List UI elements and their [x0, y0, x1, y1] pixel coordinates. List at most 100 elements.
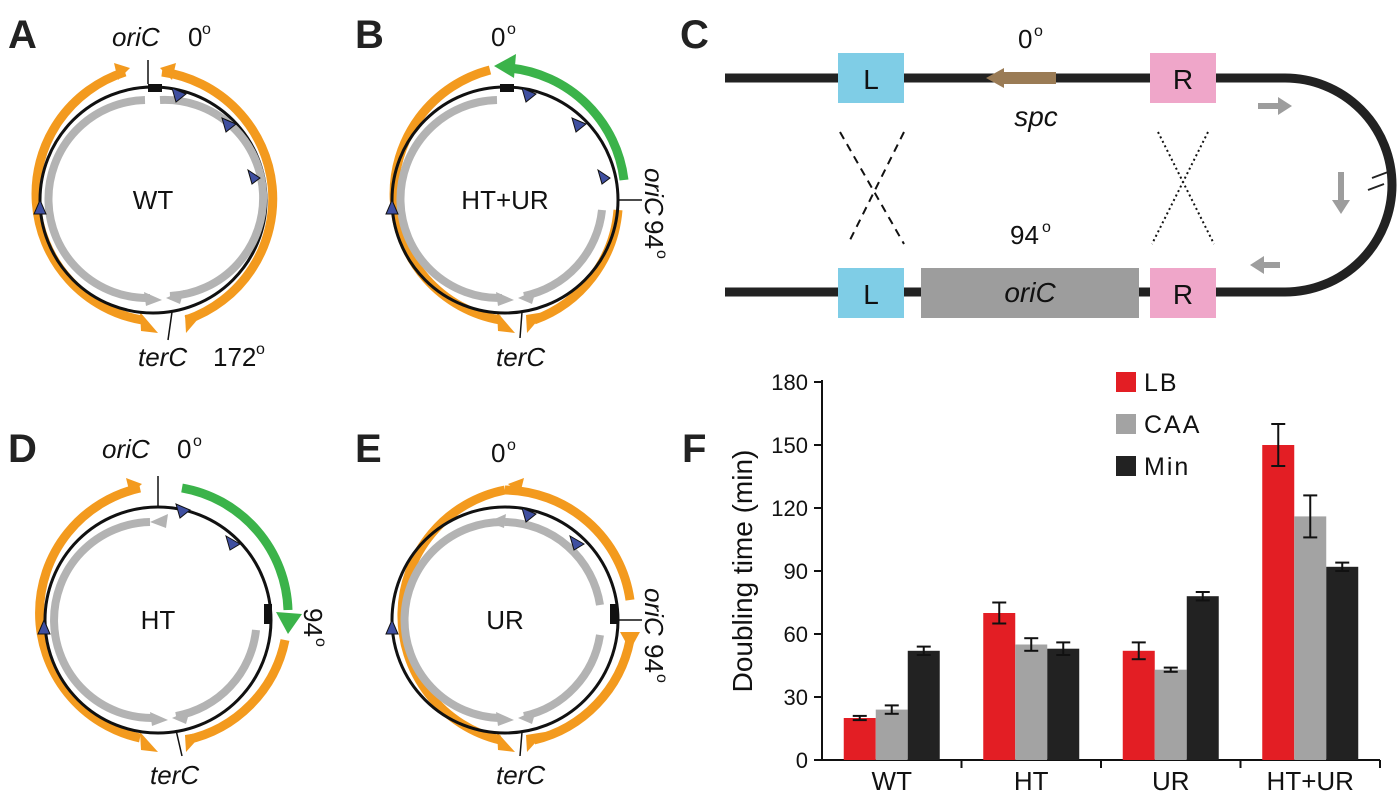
- arrowhead: [494, 54, 516, 78]
- oric-box: [921, 268, 1139, 318]
- arrowhead: [140, 732, 158, 752]
- legend-label: LB: [1144, 369, 1179, 397]
- green-arc: [181, 483, 293, 611]
- panel-c: C L R L R oriC 0 o spc 94 o: [680, 13, 1397, 318]
- legend-swatch: [1116, 414, 1136, 434]
- degree-sup: o: [256, 341, 265, 358]
- panel-letter: B: [355, 13, 384, 57]
- terc-label: terC: [150, 760, 199, 790]
- orange-arcs: [31, 67, 278, 325]
- arrowhead: [150, 712, 168, 726]
- degree-sup: o: [193, 433, 202, 450]
- arrowhead: [518, 290, 536, 304]
- bar-min: [1047, 648, 1080, 760]
- arrowhead: [497, 732, 515, 752]
- bar-lb: [843, 718, 876, 760]
- r-box-top: [1150, 53, 1216, 103]
- panel-d: D HT oriC 0 o 94 o: [8, 427, 329, 790]
- panel-b: B HT+UR 0 o oriC 94 o: [355, 13, 670, 372]
- r-label: R: [1173, 279, 1193, 310]
- arrowhead: [185, 312, 204, 333]
- arrowhead: [144, 292, 162, 306]
- green-arc: [509, 63, 629, 181]
- bar-min: [1186, 596, 1219, 760]
- panel-letter: F: [682, 427, 706, 471]
- r-label: R: [1173, 64, 1193, 95]
- panel-letter: E: [355, 427, 382, 471]
- arrowhead: [496, 292, 514, 306]
- grey-arcs: [400, 517, 604, 722]
- bar-lb: [1122, 650, 1155, 760]
- grey-arcs: [44, 95, 268, 303]
- bar-lb: [983, 613, 1016, 760]
- bar-caa: [1294, 516, 1327, 760]
- l-box-bottom: [838, 268, 904, 318]
- ter-leader: [519, 311, 523, 339]
- panel-center-label: HT: [141, 605, 176, 635]
- break-mark: [1367, 183, 1385, 191]
- arrowhead: [276, 612, 302, 634]
- bar-min: [907, 650, 940, 760]
- x-tick-label: HT: [1014, 766, 1049, 796]
- oric-rotated: oriC 94 o: [639, 168, 670, 259]
- y-axis-label: Doubling time (min): [727, 450, 758, 693]
- y-tick-label: 0: [796, 748, 808, 773]
- oric-box-label: oriC: [1004, 277, 1056, 308]
- x-tick-label: WT: [872, 766, 913, 796]
- arrowhead: [526, 312, 545, 333]
- degree-sup: o: [653, 674, 670, 683]
- y-tick-label: 120: [771, 496, 808, 521]
- legend-swatch: [1116, 372, 1136, 392]
- site-triangles: [385, 87, 611, 215]
- oric-degree: 0: [188, 22, 202, 52]
- arrowhead: [160, 63, 176, 80]
- arrowhead: [166, 290, 184, 304]
- y-tick-label: 30: [784, 685, 808, 710]
- arrowhead: [140, 312, 158, 333]
- panel-letter: A: [8, 13, 37, 57]
- site-triangles: [33, 87, 261, 215]
- site-triangles: [37, 503, 241, 635]
- oric-label: oriC: [112, 22, 160, 52]
- site-triangles: [385, 507, 585, 635]
- top-degree: 0: [1018, 24, 1032, 54]
- degree-sup: o: [507, 437, 516, 454]
- crossover-left: [839, 131, 905, 245]
- terc-label: terC: [496, 760, 545, 790]
- r-box-bottom: [1150, 268, 1216, 318]
- bottom-degree: 94: [1010, 220, 1039, 250]
- arrowhead: [488, 514, 506, 528]
- degree-sup: o: [507, 21, 516, 38]
- oric-degree: 94: [639, 220, 669, 249]
- side-degree-rotated: 94 o: [298, 608, 329, 647]
- oric-degree: 0: [177, 434, 191, 464]
- top-degree: 0: [491, 438, 505, 468]
- l-label: L: [863, 279, 879, 310]
- degree-sup: o: [312, 638, 329, 647]
- bar-caa: [875, 709, 908, 760]
- y-tick-label: 150: [771, 433, 808, 458]
- arrowhead: [620, 632, 640, 650]
- grey-arcs: [50, 518, 260, 723]
- legend-label: Min: [1144, 453, 1190, 481]
- oric-rotated: oriC 94 o: [639, 588, 670, 683]
- arrowhead: [172, 710, 190, 724]
- ter-leader: [167, 311, 173, 341]
- arrowhead: [126, 478, 142, 494]
- oric-label: oriC: [639, 588, 669, 636]
- arrowhead: [185, 732, 204, 752]
- l-label: L: [863, 64, 879, 95]
- y-tick-label: 90: [784, 559, 808, 584]
- arrowhead: [114, 63, 130, 80]
- side-degree: 94: [298, 608, 328, 637]
- spc-label: spc: [1014, 101, 1058, 132]
- x-tick-label: HT+UR: [1267, 766, 1354, 796]
- y-tick-label: 180: [771, 370, 808, 395]
- crossover-right: [1151, 131, 1215, 245]
- panel-letter: C: [680, 13, 709, 57]
- panel-letter: D: [8, 427, 37, 471]
- direction-arrows: [1250, 97, 1350, 274]
